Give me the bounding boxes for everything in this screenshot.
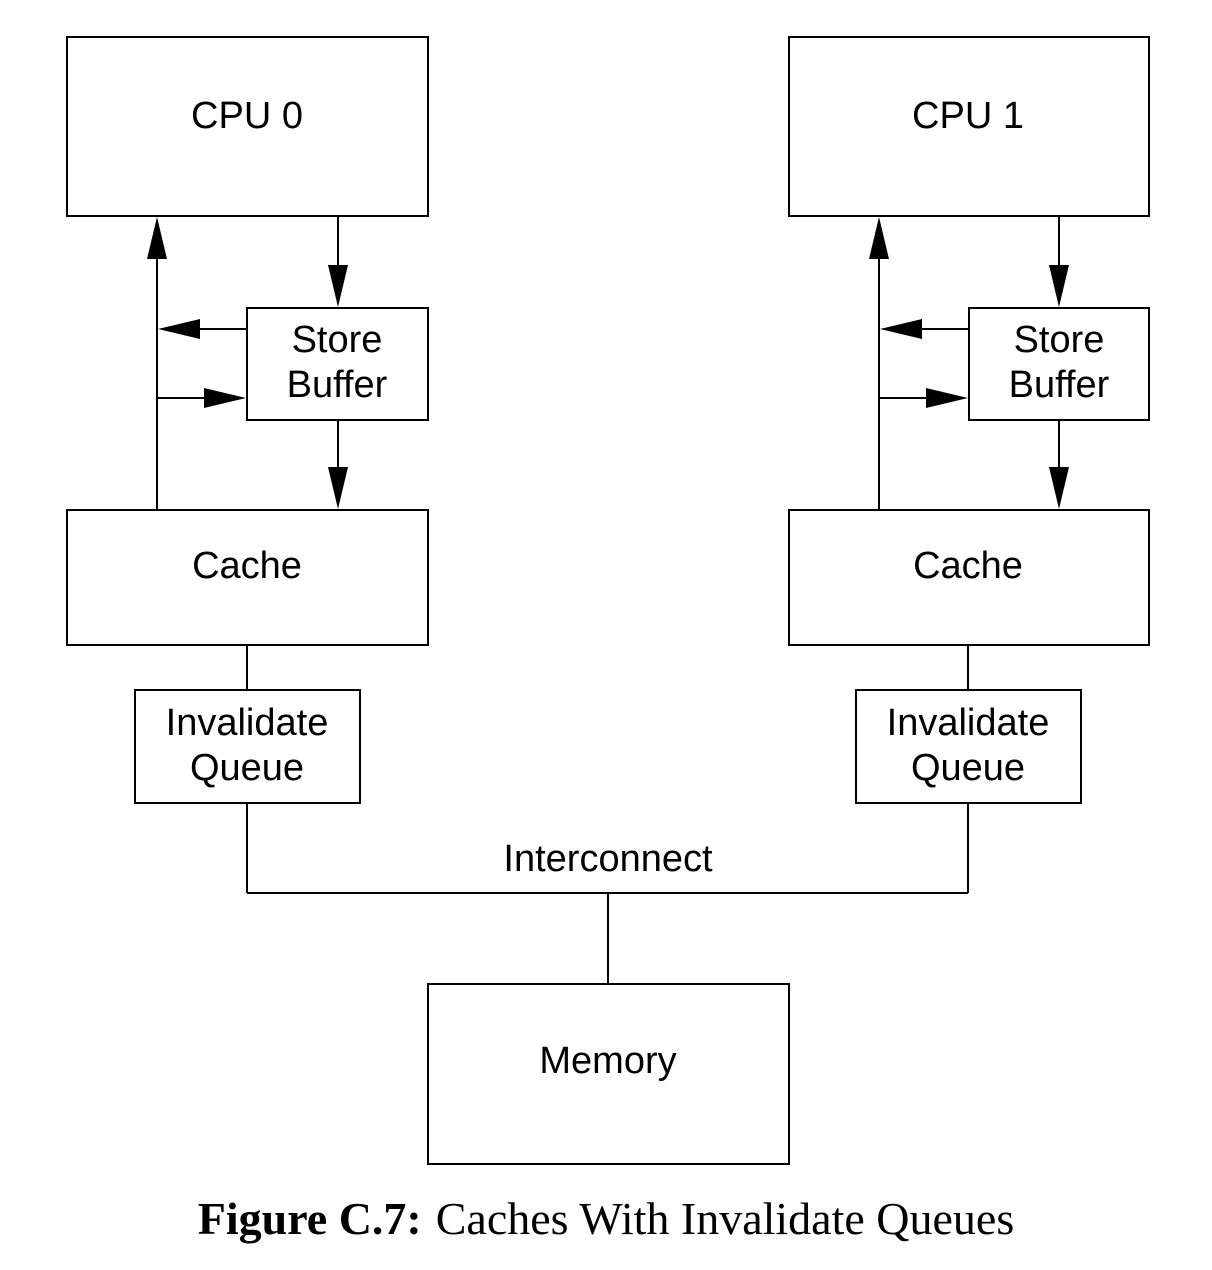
bus-to-sb0-arrowhead bbox=[204, 388, 246, 408]
memory-box bbox=[427, 983, 790, 1165]
store-buffer-1-label-line1: Store bbox=[1014, 319, 1105, 361]
sb1-to-bus-arrowhead bbox=[880, 319, 922, 339]
interconnect-group: Interconnect Memory bbox=[246, 803, 969, 1165]
cpu1-label: CPU 1 bbox=[912, 95, 1024, 137]
invalidate-queue-1-label-line2: Queue bbox=[911, 747, 1025, 789]
figure-caption-text: Caches With Invalidate Queues bbox=[435, 1193, 1015, 1244]
store-buffer-0-label-line2: Buffer bbox=[287, 364, 388, 406]
cache-0-box bbox=[66, 509, 429, 646]
invalidate-queue-0-label-line1: Invalidate bbox=[166, 702, 329, 744]
sb0-to-cache0-arrowhead bbox=[328, 467, 348, 509]
cache1-to-cpu1-arrowhead bbox=[869, 217, 889, 259]
invalidate-queue-1-box bbox=[855, 689, 1082, 804]
memory-label: Memory bbox=[539, 1040, 676, 1082]
figure-caption: Figure C.7: Caches With Invalidate Queues bbox=[0, 1196, 1212, 1242]
caches-with-invalidate-queues-diagram: CPU 0 Store Buffer Cache Invalidate Queu… bbox=[66, 36, 1150, 1165]
store-buffer-0-box bbox=[246, 307, 429, 421]
invalidate-queue-0-label-line2: Queue bbox=[190, 747, 304, 789]
bus-to-sb1-arrowhead bbox=[926, 388, 968, 408]
sb1-to-cache1-arrowhead bbox=[1049, 467, 1069, 509]
cpu0-label: CPU 0 bbox=[191, 95, 303, 137]
cpu0-group: CPU 0 Store Buffer Cache Invalidate Queu… bbox=[66, 36, 429, 804]
cache-1-label: Cache bbox=[913, 545, 1023, 587]
store-buffer-1-box bbox=[968, 307, 1150, 421]
store-buffer-0-label-line1: Store bbox=[292, 319, 383, 361]
cache-0-label: Cache bbox=[192, 545, 302, 587]
cache0-to-cpu0-arrowhead bbox=[147, 217, 167, 259]
invalidate-queue-1-label-line1: Invalidate bbox=[887, 702, 1050, 744]
sb0-to-bus-arrowhead bbox=[158, 319, 200, 339]
cache-1-box bbox=[788, 509, 1150, 646]
store-buffer-1-label-line2: Buffer bbox=[1009, 364, 1110, 406]
cpu0-box bbox=[66, 36, 429, 217]
cpu1-group: CPU 1 Store Buffer Cache Invalidate Queu… bbox=[788, 36, 1150, 804]
cpu1-to-sb1-arrowhead bbox=[1049, 265, 1069, 307]
cpu0-to-sb0-arrowhead bbox=[328, 265, 348, 307]
invalidate-queue-0-box bbox=[134, 689, 361, 804]
cpu1-box bbox=[788, 36, 1150, 217]
figure-caption-label: Figure C.7: bbox=[197, 1193, 422, 1244]
interconnect-label: Interconnect bbox=[503, 838, 713, 880]
